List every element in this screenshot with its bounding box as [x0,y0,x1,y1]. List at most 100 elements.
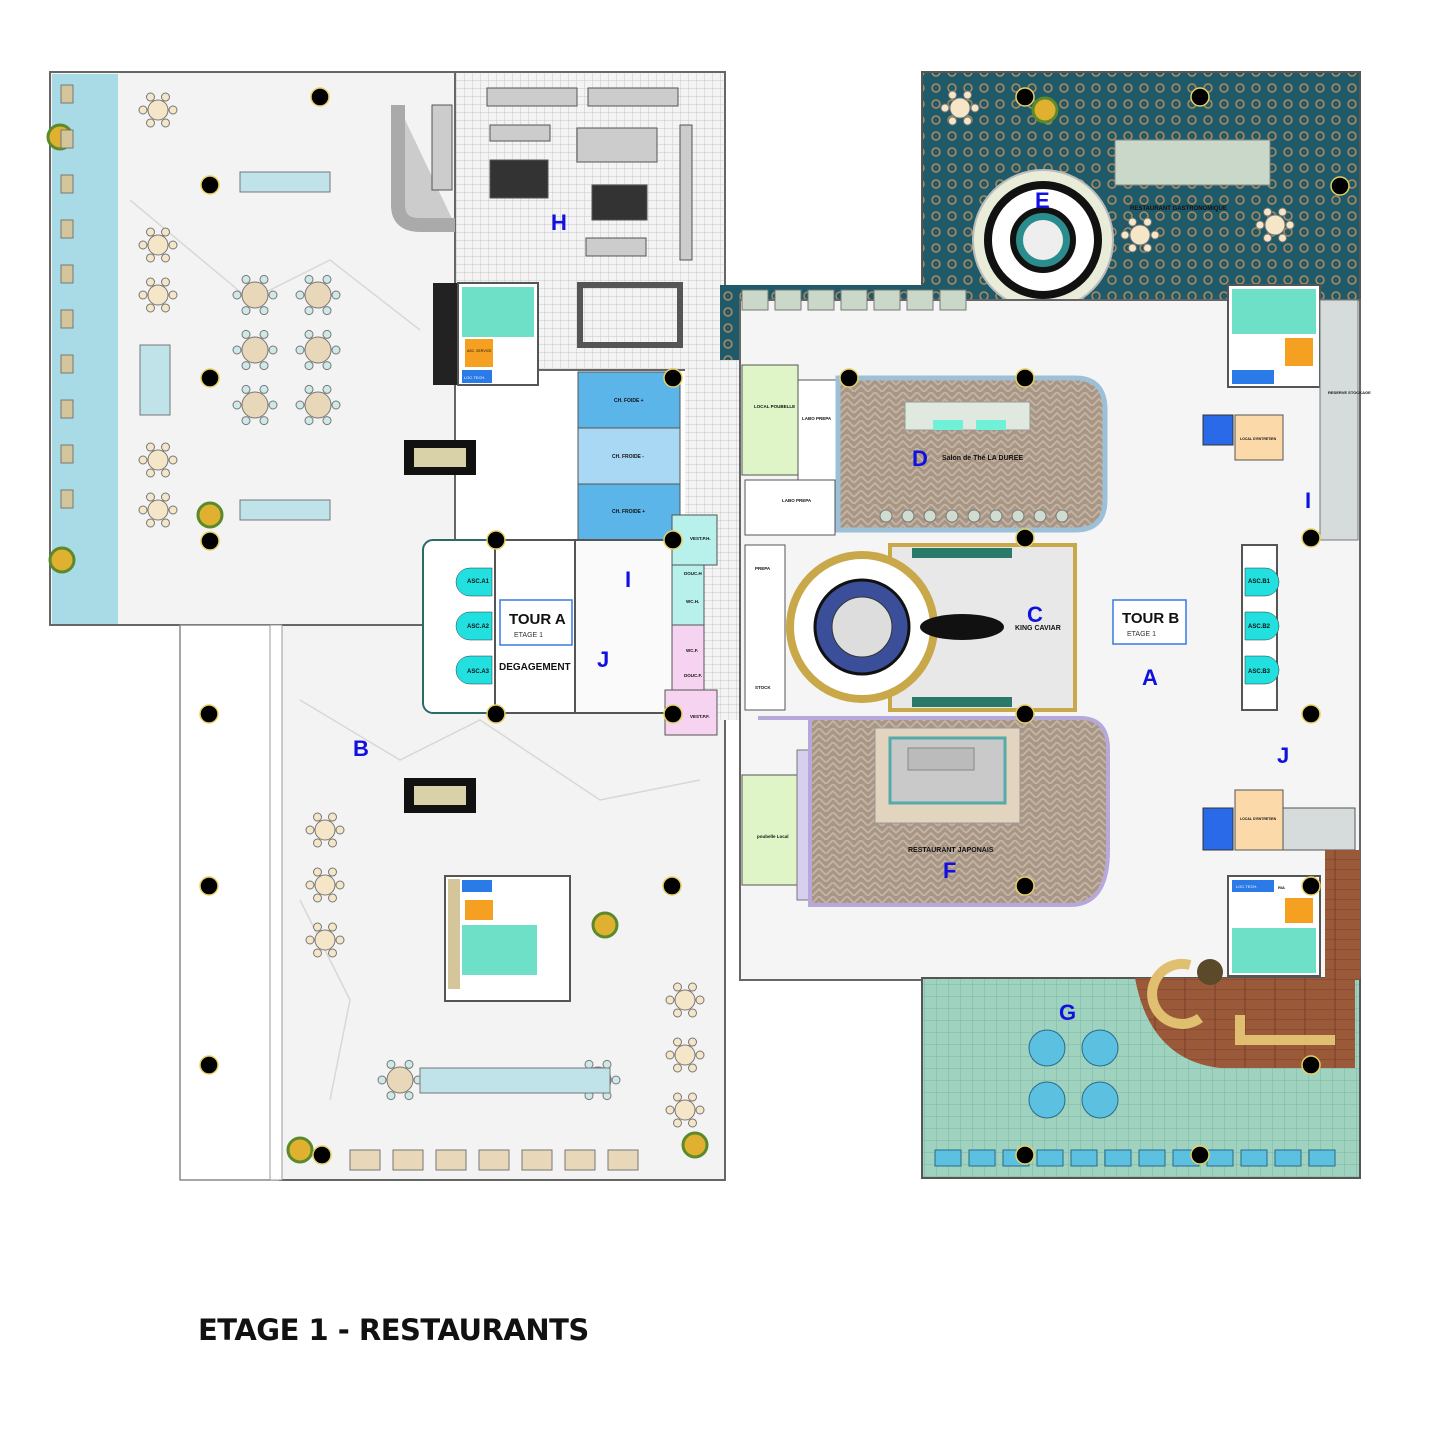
chair [695,1050,705,1060]
king-caviar-label: KING CAVIAR [1015,625,1061,632]
chair [602,1059,612,1069]
zone-letter-b: B [353,736,369,761]
column [1190,87,1210,107]
column [1015,528,1035,548]
terrace-table [1036,1149,1064,1167]
chair [304,274,314,284]
round-table [147,234,169,256]
cold-rooms: CH. FOIDE + CH. FROIDE - CH. FROIDE + [577,371,681,541]
planter-bed [414,448,466,467]
chair [322,384,332,394]
chair [386,1091,396,1101]
column [200,531,220,551]
chair [138,455,148,465]
round-table [1264,214,1286,236]
tour-a-core: ASC.A1 ASC.A2 ASC.A3 TOUR A ETAGE 1 DEGA… [422,514,718,736]
round-table [674,1099,696,1121]
table [873,289,901,311]
chair [328,893,337,903]
chair [331,345,341,355]
chair [313,838,322,848]
wc-f-label: WC.F. [686,648,698,653]
column [1301,1055,1321,1075]
zone-letter-j: J [597,647,609,672]
chair [1278,207,1287,217]
chair [1128,243,1137,253]
chair [168,240,178,250]
chair [146,253,155,263]
chair [688,1118,697,1128]
japonais-label: RESTAURANT JAPONAIS [908,847,994,854]
terrace-table [968,1149,996,1167]
chair [1120,230,1130,240]
table [435,1149,467,1171]
chair [940,103,950,113]
chair [146,492,155,502]
chair [304,416,314,426]
asc-service-label: ASC. SERVICE [467,349,492,353]
chair [688,1008,697,1018]
labo-prepa-label: LABO PREPA [782,498,812,503]
chair [146,518,155,528]
labo-prepa-label: LABO PREPA [802,416,832,421]
vest-h-label: VEST.P.H. [690,536,711,541]
stool [1033,509,1047,523]
column [1015,87,1035,107]
column [1015,704,1035,724]
tour-b-floor: ETAGE 1 [1127,631,1156,638]
plant [1031,96,1059,124]
chair [313,812,322,822]
chair [304,361,314,371]
tour-b-sign [1112,599,1187,645]
chair [161,303,170,313]
chair [665,1050,675,1060]
chair [673,1008,682,1018]
chair [1255,220,1265,230]
chair [295,400,305,410]
lift-label: ASC.B2 [1248,624,1271,630]
chair [146,118,155,128]
pool-strip [52,74,118,624]
douche-f-label: DOUC.F. [684,673,702,678]
chair [232,290,242,300]
douche-h-label: DOUC.H [684,571,702,576]
column [663,368,683,388]
entretien-label: LOCAL D'ENTRETIEN [1240,817,1277,821]
chair [970,103,980,113]
chair [1278,233,1287,243]
chair [322,329,332,339]
chair [138,240,148,250]
table [564,1149,596,1171]
chair [322,416,332,426]
stool [901,509,915,523]
chair [688,1063,697,1073]
chair [322,274,332,284]
plant [286,1136,314,1164]
chair [146,277,155,287]
chair [1263,207,1272,217]
column [486,704,506,724]
chair [1128,217,1137,227]
chair [259,416,269,426]
column [1301,528,1321,548]
chair [259,384,269,394]
column [1330,176,1350,196]
chair [313,922,322,932]
chair [268,345,278,355]
column [312,1145,332,1165]
prepa-label: PREPA [755,566,771,571]
plant [681,1131,709,1159]
plan-title: ETAGE 1 - RESTAURANTS [198,1313,589,1347]
ria-label: RIA [1278,885,1285,890]
zone-letter-a: A [1142,665,1158,690]
chair [168,105,178,115]
chair [322,361,332,371]
zone-letter-j: J [1277,743,1289,768]
chair [295,290,305,300]
wc-h-label: WC.H. [686,599,699,604]
chair [146,92,155,102]
terrace-table [934,1149,962,1167]
local-poubelle-label: LOCAL POUBELLE [754,404,795,409]
chair [146,442,155,452]
column [200,368,220,388]
